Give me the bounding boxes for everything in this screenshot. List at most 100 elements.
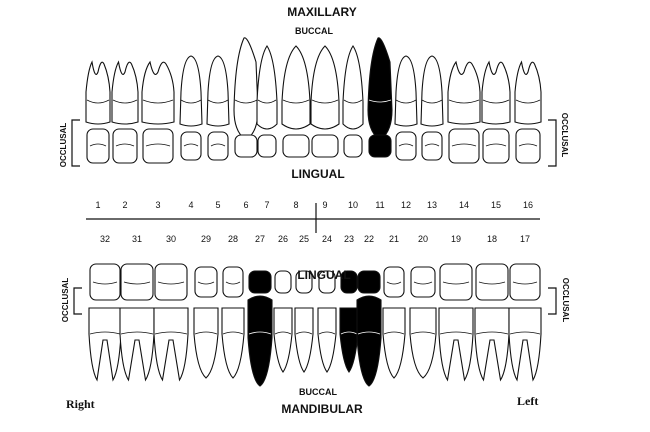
lower-tooth-24-root bbox=[317, 307, 337, 373]
upper-tooth-13-cej-line bbox=[421, 99, 443, 104]
upper-tooth-4-cej-line bbox=[180, 99, 202, 104]
lower-tooth-23-root bbox=[339, 307, 359, 373]
lower-tooth-22-cej-line bbox=[357, 331, 381, 335]
lower-tooth-28-root bbox=[221, 307, 245, 379]
upper-tooth-2-occlusal bbox=[112, 128, 138, 164]
upper-tooth-16-groove bbox=[518, 143, 538, 147]
upper-tooth-9-occlusal bbox=[311, 134, 339, 158]
occlusal-bracket-lower-right bbox=[548, 287, 557, 315]
upper-tooth-number-1: 1 bbox=[95, 200, 100, 210]
upper-tooth-13-occlusal bbox=[421, 131, 443, 161]
lower-tooth-number-19: 19 bbox=[451, 234, 461, 244]
upper-tooth-7-occlusal bbox=[257, 134, 277, 158]
upper-tooth-6-cej-line bbox=[234, 99, 258, 104]
upper-tooth-1-groove bbox=[89, 143, 107, 147]
lower-tooth-32-groove bbox=[92, 281, 118, 285]
lower-tooth-27-occlusal bbox=[248, 270, 272, 294]
lower-tooth-30-cej-line bbox=[154, 331, 188, 335]
upper-tooth-5-occlusal bbox=[207, 131, 229, 161]
upper-tooth-15-groove bbox=[485, 143, 507, 147]
lower-tooth-number-24: 24 bbox=[322, 234, 332, 244]
lower-tooth-26-cej-line bbox=[274, 331, 292, 335]
upper-tooth-8-occlusal bbox=[282, 134, 310, 158]
upper-tooth-number-11: 11 bbox=[375, 200, 384, 210]
upper-tooth-number-16: 16 bbox=[523, 200, 533, 210]
upper-tooth-14-occlusal bbox=[448, 128, 480, 164]
lower-tooth-31-groove bbox=[123, 281, 151, 285]
lower-tooth-28-occlusal bbox=[222, 266, 244, 298]
lower-tooth-number-32: 32 bbox=[100, 234, 110, 244]
upper-tooth-4-occlusal bbox=[180, 131, 202, 161]
upper-tooth-2-cej-line bbox=[112, 99, 138, 104]
lower-tooth-27-root bbox=[247, 295, 273, 387]
upper-tooth-10-occlusal bbox=[343, 134, 363, 158]
lower-tooth-number-30: 30 bbox=[166, 234, 176, 244]
lower-tooth-28-cej-line bbox=[222, 331, 244, 335]
upper-tooth-14-groove bbox=[451, 143, 477, 147]
upper-tooth-number-6: 6 bbox=[243, 200, 248, 210]
upper-tooth-15-root bbox=[481, 60, 511, 125]
upper-tooth-12-root bbox=[394, 55, 418, 127]
right-side-label: Right bbox=[66, 397, 95, 411]
lower-tooth-number-29: 29 bbox=[201, 234, 211, 244]
lower-tooth-number-26: 26 bbox=[278, 234, 288, 244]
upper-tooth-4-root bbox=[179, 55, 203, 127]
lower-tooth-25-cej-line bbox=[295, 331, 313, 335]
upper-tooth-16-occlusal bbox=[515, 128, 541, 164]
lower-tooth-17-groove bbox=[512, 281, 538, 285]
upper-tooth-2-groove bbox=[115, 143, 135, 147]
lower-tooth-25-root bbox=[294, 307, 314, 373]
upper-tooth-11-root bbox=[367, 37, 393, 141]
upper-tooth-number-14: 14 bbox=[459, 200, 469, 210]
upper-tooth-number-4: 4 bbox=[188, 200, 193, 210]
lower-tooth-18-groove bbox=[478, 281, 506, 285]
lower-tooth-19-groove bbox=[442, 281, 470, 285]
lower-tooth-number-20: 20 bbox=[418, 234, 428, 244]
buccal-top-label: BUCCAL bbox=[295, 26, 333, 36]
upper-tooth-9-root bbox=[310, 45, 340, 130]
upper-tooth-11-occlusal bbox=[368, 134, 392, 158]
upper-tooth-12-groove bbox=[398, 143, 414, 147]
upper-tooth-14-root bbox=[447, 60, 481, 125]
upper-tooth-7-root bbox=[256, 45, 278, 130]
lower-tooth-32-root bbox=[88, 307, 122, 382]
lower-tooth-26-occlusal bbox=[274, 270, 292, 294]
lower-tooth-18-cej-line bbox=[475, 331, 509, 335]
lower-tooth-17-cej-line bbox=[509, 331, 541, 335]
lower-tooth-23-cej-line bbox=[340, 331, 358, 335]
upper-tooth-10-cej-line bbox=[343, 99, 363, 104]
maxillary-roots bbox=[85, 37, 542, 141]
upper-tooth-9-cej-line bbox=[311, 99, 339, 104]
upper-tooth-15-cej-line bbox=[482, 99, 510, 104]
lower-tooth-number-27: 27 bbox=[255, 234, 265, 244]
upper-tooth-3-cej-line bbox=[142, 99, 174, 104]
lower-tooth-21-cej-line bbox=[383, 331, 405, 335]
lower-tooth-22-occlusal bbox=[357, 270, 381, 294]
lower-tooth-number-28: 28 bbox=[228, 234, 238, 244]
lingual-top-label: LINGUAL bbox=[291, 167, 344, 181]
lower-tooth-18-root bbox=[474, 307, 510, 382]
lingual-bottom-label: LINGUAL bbox=[297, 268, 350, 282]
lower-tooth-28-groove bbox=[225, 281, 241, 285]
upper-tooth-4-groove bbox=[183, 143, 199, 147]
lower-tooth-20-cej-line bbox=[410, 331, 436, 335]
lower-tooth-number-22: 22 bbox=[364, 234, 374, 244]
upper-tooth-12-cej-line bbox=[395, 99, 417, 104]
lower-tooth-17-root bbox=[508, 307, 542, 382]
lower-tooth-23-occlusal bbox=[340, 270, 358, 294]
lower-tooth-number-31: 31 bbox=[132, 234, 142, 244]
upper-tooth-number-7: 7 bbox=[264, 200, 269, 210]
upper-tooth-1-cej-line bbox=[86, 99, 110, 104]
lower-tooth-26-root bbox=[273, 307, 293, 373]
lower-tooth-20-root bbox=[409, 307, 437, 379]
upper-tooth-5-root bbox=[206, 55, 230, 127]
occlusal-bracket-lower-left bbox=[73, 287, 82, 315]
upper-tooth-number-5: 5 bbox=[215, 200, 220, 210]
lower-tooth-number-23: 23 bbox=[344, 234, 354, 244]
upper-tooth-5-groove bbox=[210, 143, 226, 147]
upper-tooth-1-occlusal bbox=[86, 128, 110, 164]
upper-tooth-number-3: 3 bbox=[155, 200, 160, 210]
lower-tooth-19-cej-line bbox=[439, 331, 473, 335]
